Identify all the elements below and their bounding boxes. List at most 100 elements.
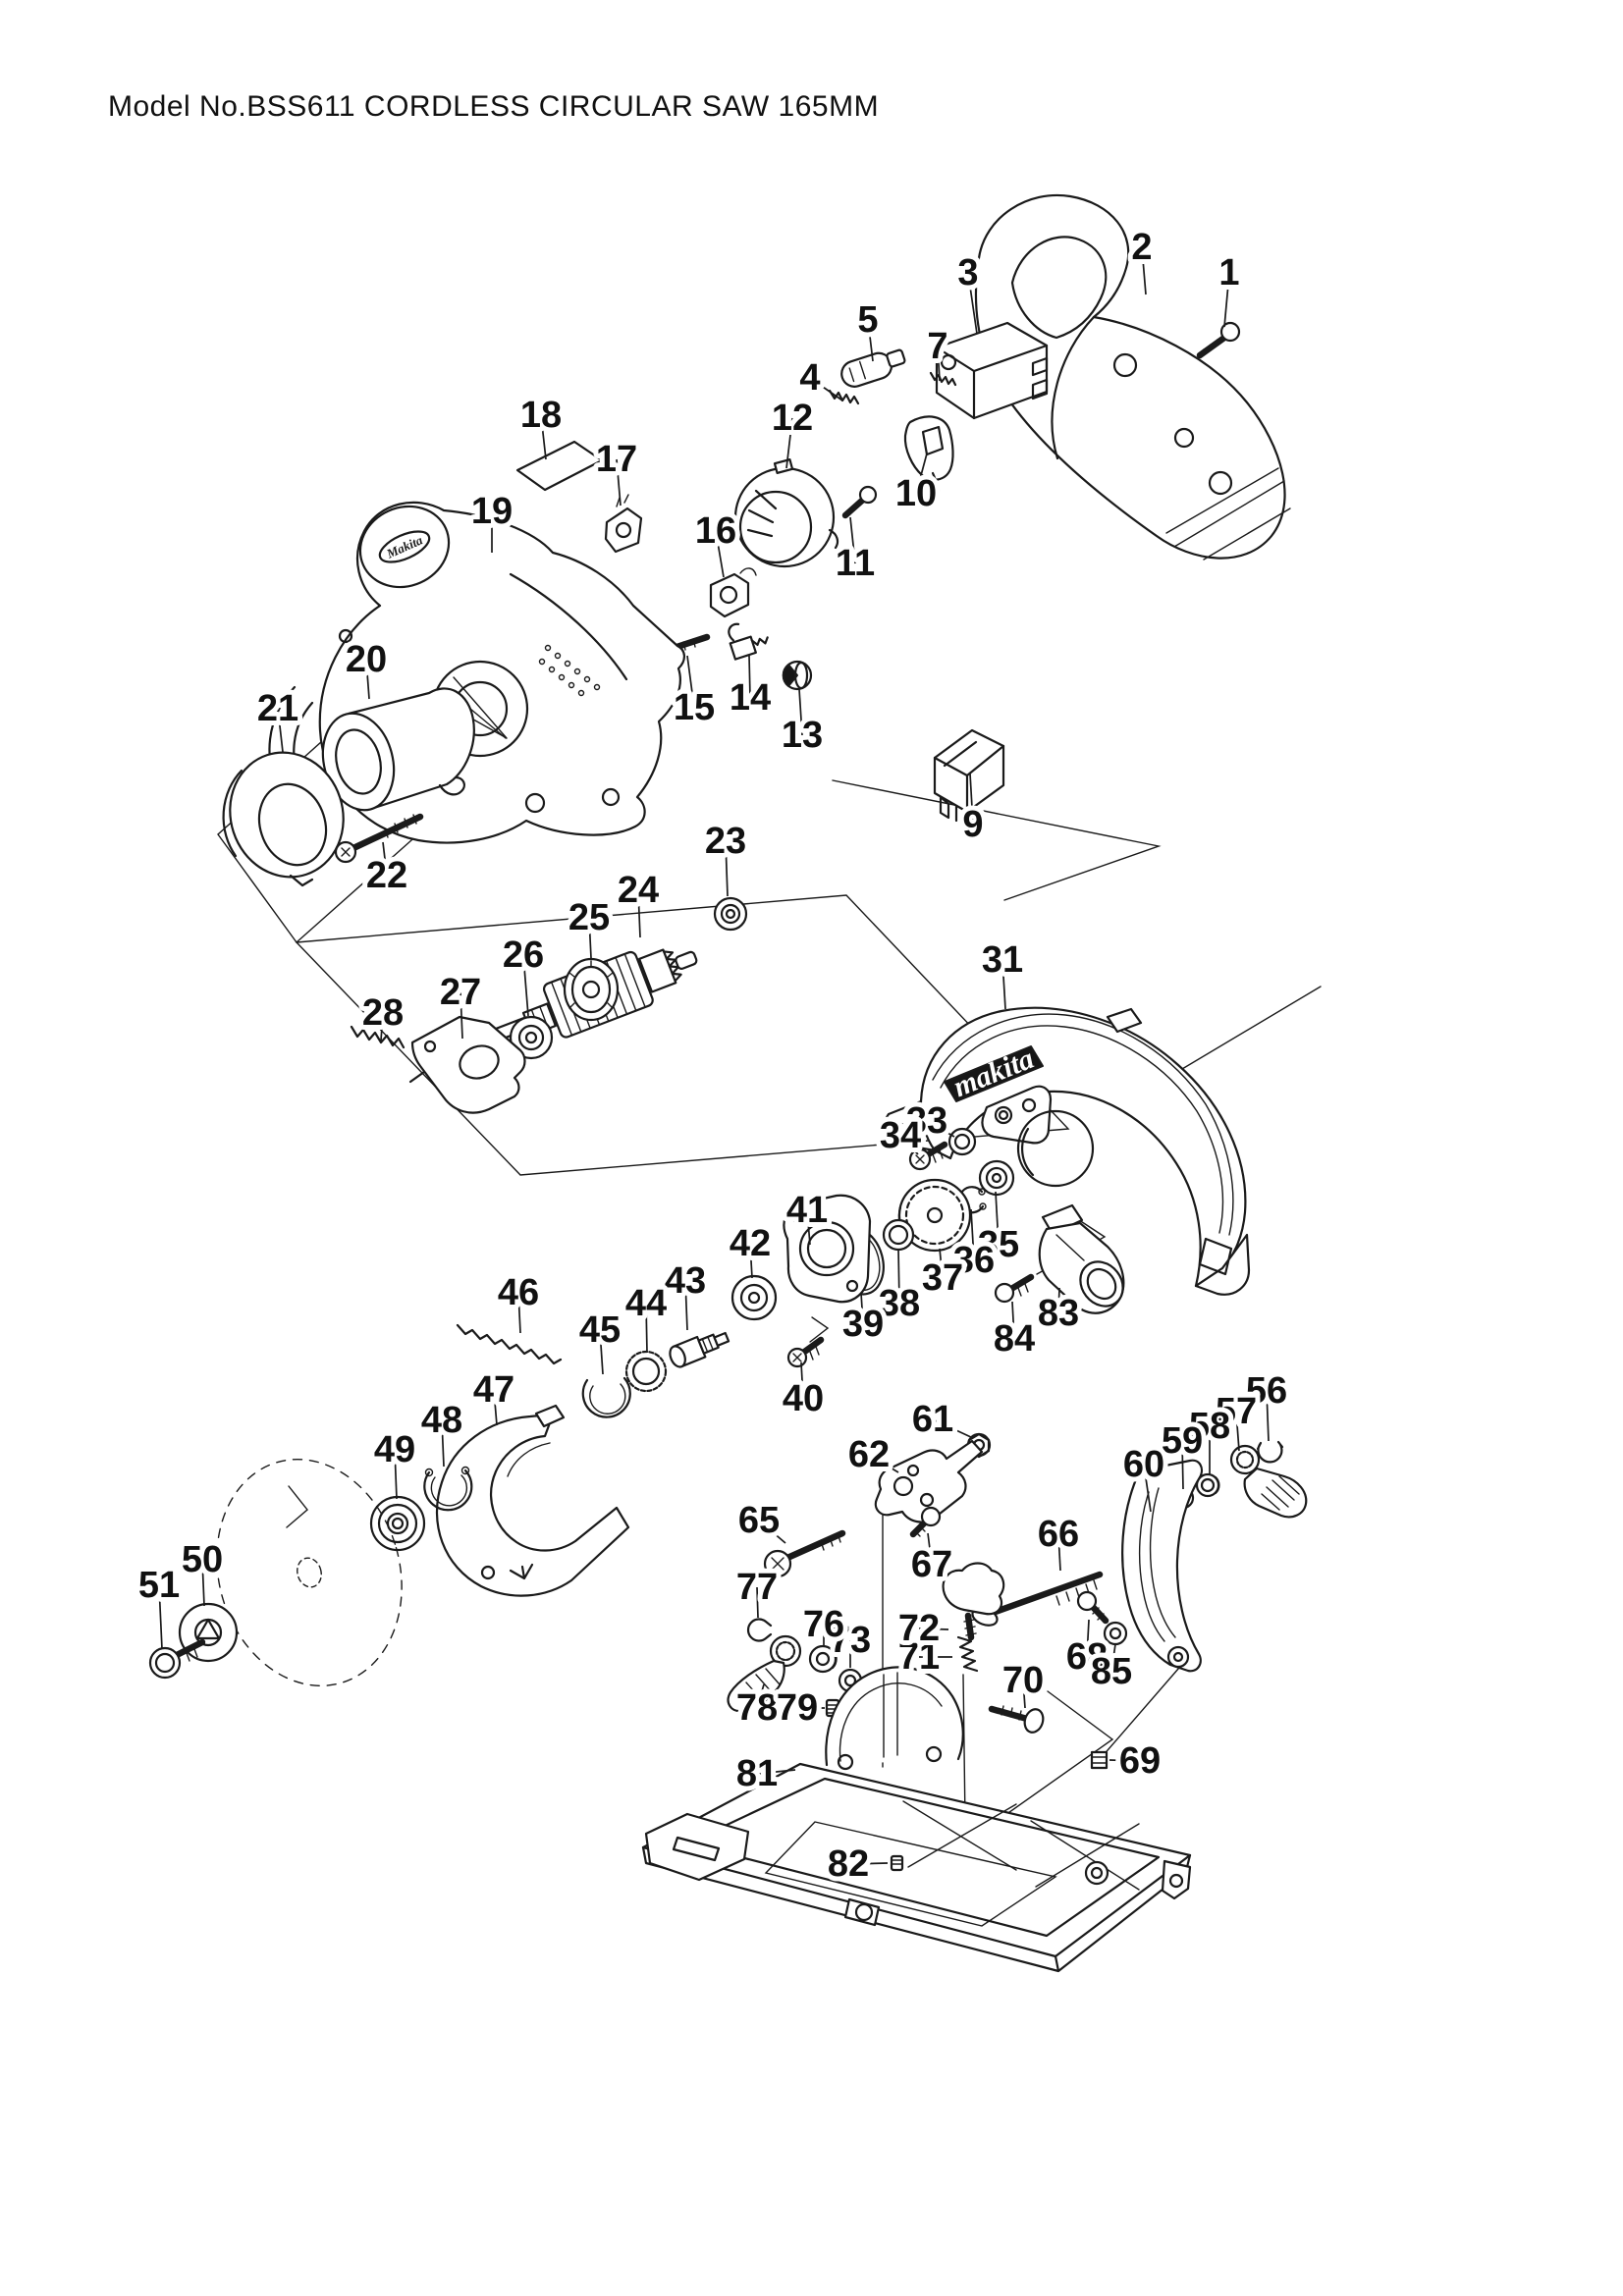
part-label-10: 10 <box>895 473 937 514</box>
part-label-58: 58 <box>1189 1406 1230 1447</box>
part-label-51: 51 <box>138 1565 180 1606</box>
part-label-40: 40 <box>783 1378 824 1419</box>
part-label-83: 83 <box>1038 1293 1079 1334</box>
part-label-18: 18 <box>520 395 562 436</box>
ring-45-drawing <box>581 1376 631 1418</box>
part-label-50: 50 <box>182 1539 223 1580</box>
part-label-78: 78 <box>736 1687 778 1729</box>
part-label-27: 27 <box>440 972 481 1013</box>
part-label-24: 24 <box>618 870 659 911</box>
part-leader-49 <box>394 1449 398 1500</box>
part-label-71: 71 <box>898 1636 940 1678</box>
part-leader-61 <box>932 1418 974 1439</box>
part-label-26: 26 <box>503 934 544 976</box>
dust-nozzle-drawing <box>1038 1203 1125 1314</box>
screw-34-drawing <box>908 1141 948 1171</box>
blade-case-drawing: makita <box>883 1006 1251 1296</box>
part-leader-16 <box>715 530 725 578</box>
part-label-34: 34 <box>880 1115 921 1156</box>
part-leader-65 <box>758 1520 786 1544</box>
brush-plate-drawing <box>408 1015 526 1114</box>
saw-blade-drawing <box>216 1459 403 1686</box>
stator-drawing <box>321 687 475 812</box>
part-leader-7 <box>937 346 941 382</box>
part-label-12: 12 <box>772 398 813 439</box>
thumb-screw-72-drawing <box>942 1562 1005 1641</box>
part-label-45: 45 <box>579 1309 621 1351</box>
trigger-lever-drawing <box>903 415 954 500</box>
part-leader-66 <box>1057 1533 1061 1572</box>
part-leader-9 <box>969 773 974 826</box>
part-leader-78 <box>756 1683 765 1709</box>
trigger-drawing <box>840 348 906 388</box>
screw-68-drawing <box>1076 1590 1109 1625</box>
part-leader-84 <box>1011 1301 1015 1340</box>
part-label-31: 31 <box>982 939 1023 981</box>
part-leader-4 <box>809 377 843 401</box>
screw-1-drawing <box>1196 321 1241 359</box>
part-label-22: 22 <box>366 855 407 896</box>
part-leader-26 <box>522 954 529 1017</box>
bolt-70-drawing <box>988 1705 1045 1734</box>
switch-drawing <box>935 321 1049 420</box>
part-label-7: 7 <box>927 326 947 367</box>
bearing-42-drawing <box>730 1274 778 1321</box>
screw-84-drawing <box>994 1273 1035 1304</box>
spring-71-drawing <box>956 1635 979 1673</box>
part-label-11: 11 <box>836 543 875 584</box>
part-leader-48 <box>441 1419 445 1468</box>
part-leader-27 <box>460 991 463 1040</box>
brush-cap-drawing <box>782 660 813 691</box>
part-leader-69 <box>1109 1759 1141 1762</box>
part-label-84: 84 <box>994 1318 1035 1360</box>
part-leader-39 <box>860 1292 864 1325</box>
e-ring-77-drawing <box>746 1618 773 1642</box>
part-leader-77 <box>756 1586 759 1619</box>
part-leader-67 <box>927 1532 933 1566</box>
part-leader-56 <box>1266 1390 1270 1442</box>
snap-ring-48-drawing <box>423 1466 473 1512</box>
part-label-79: 79 <box>777 1687 818 1729</box>
part-leader-37 <box>939 1248 944 1279</box>
part-leader-57 <box>1235 1411 1240 1452</box>
screw-11-drawing <box>841 485 878 519</box>
nut-76-drawing <box>808 1644 838 1674</box>
part-label-14: 14 <box>730 677 771 719</box>
part-label-81: 81 <box>736 1753 778 1794</box>
part-label-3: 3 <box>957 252 978 294</box>
spring-4-drawing <box>828 389 860 405</box>
part-label-77: 77 <box>736 1567 778 1608</box>
part-leader-59 <box>1181 1440 1184 1490</box>
part-leader-24 <box>637 889 641 938</box>
part-leader-44 <box>645 1303 648 1354</box>
part-label-70: 70 <box>1002 1660 1044 1701</box>
bearing-retainer-41-drawing <box>783 1194 872 1304</box>
part-leader-13 <box>798 688 803 736</box>
part-label-68: 68 <box>1066 1636 1108 1678</box>
nameplate-drawing <box>515 440 604 492</box>
part-label-25: 25 <box>568 897 610 938</box>
part-leader-43 <box>684 1280 688 1331</box>
part-leader-38 <box>897 1248 900 1305</box>
part-label-5: 5 <box>857 299 878 341</box>
spring-pin-46-drawing <box>456 1323 563 1365</box>
bolt-67-drawing <box>909 1506 942 1538</box>
bearing-26-drawing <box>509 1015 554 1060</box>
part-leader-18 <box>540 414 547 460</box>
end-cap-drawing <box>733 457 839 568</box>
fan-drawing <box>563 957 620 1022</box>
screw-22-drawing <box>334 813 424 864</box>
terminal-cover-drawing <box>933 728 1005 823</box>
part-labels-layer: 1234579101112131415161718192021222324252… <box>134 222 1292 1890</box>
part-label-23: 23 <box>705 821 746 862</box>
part-leader-41 <box>806 1209 811 1246</box>
part-label-35: 35 <box>978 1224 1019 1265</box>
lever-78-drawing <box>727 1634 802 1713</box>
part-label-2: 2 <box>1131 227 1152 268</box>
bearing-35-drawing <box>978 1159 1015 1197</box>
part-leader-14 <box>748 655 751 699</box>
brush-holder-drawing <box>709 567 757 618</box>
part-label-37: 37 <box>922 1257 963 1299</box>
part-leader-40 <box>800 1362 804 1400</box>
inner-flange-49-drawing <box>369 1495 426 1552</box>
